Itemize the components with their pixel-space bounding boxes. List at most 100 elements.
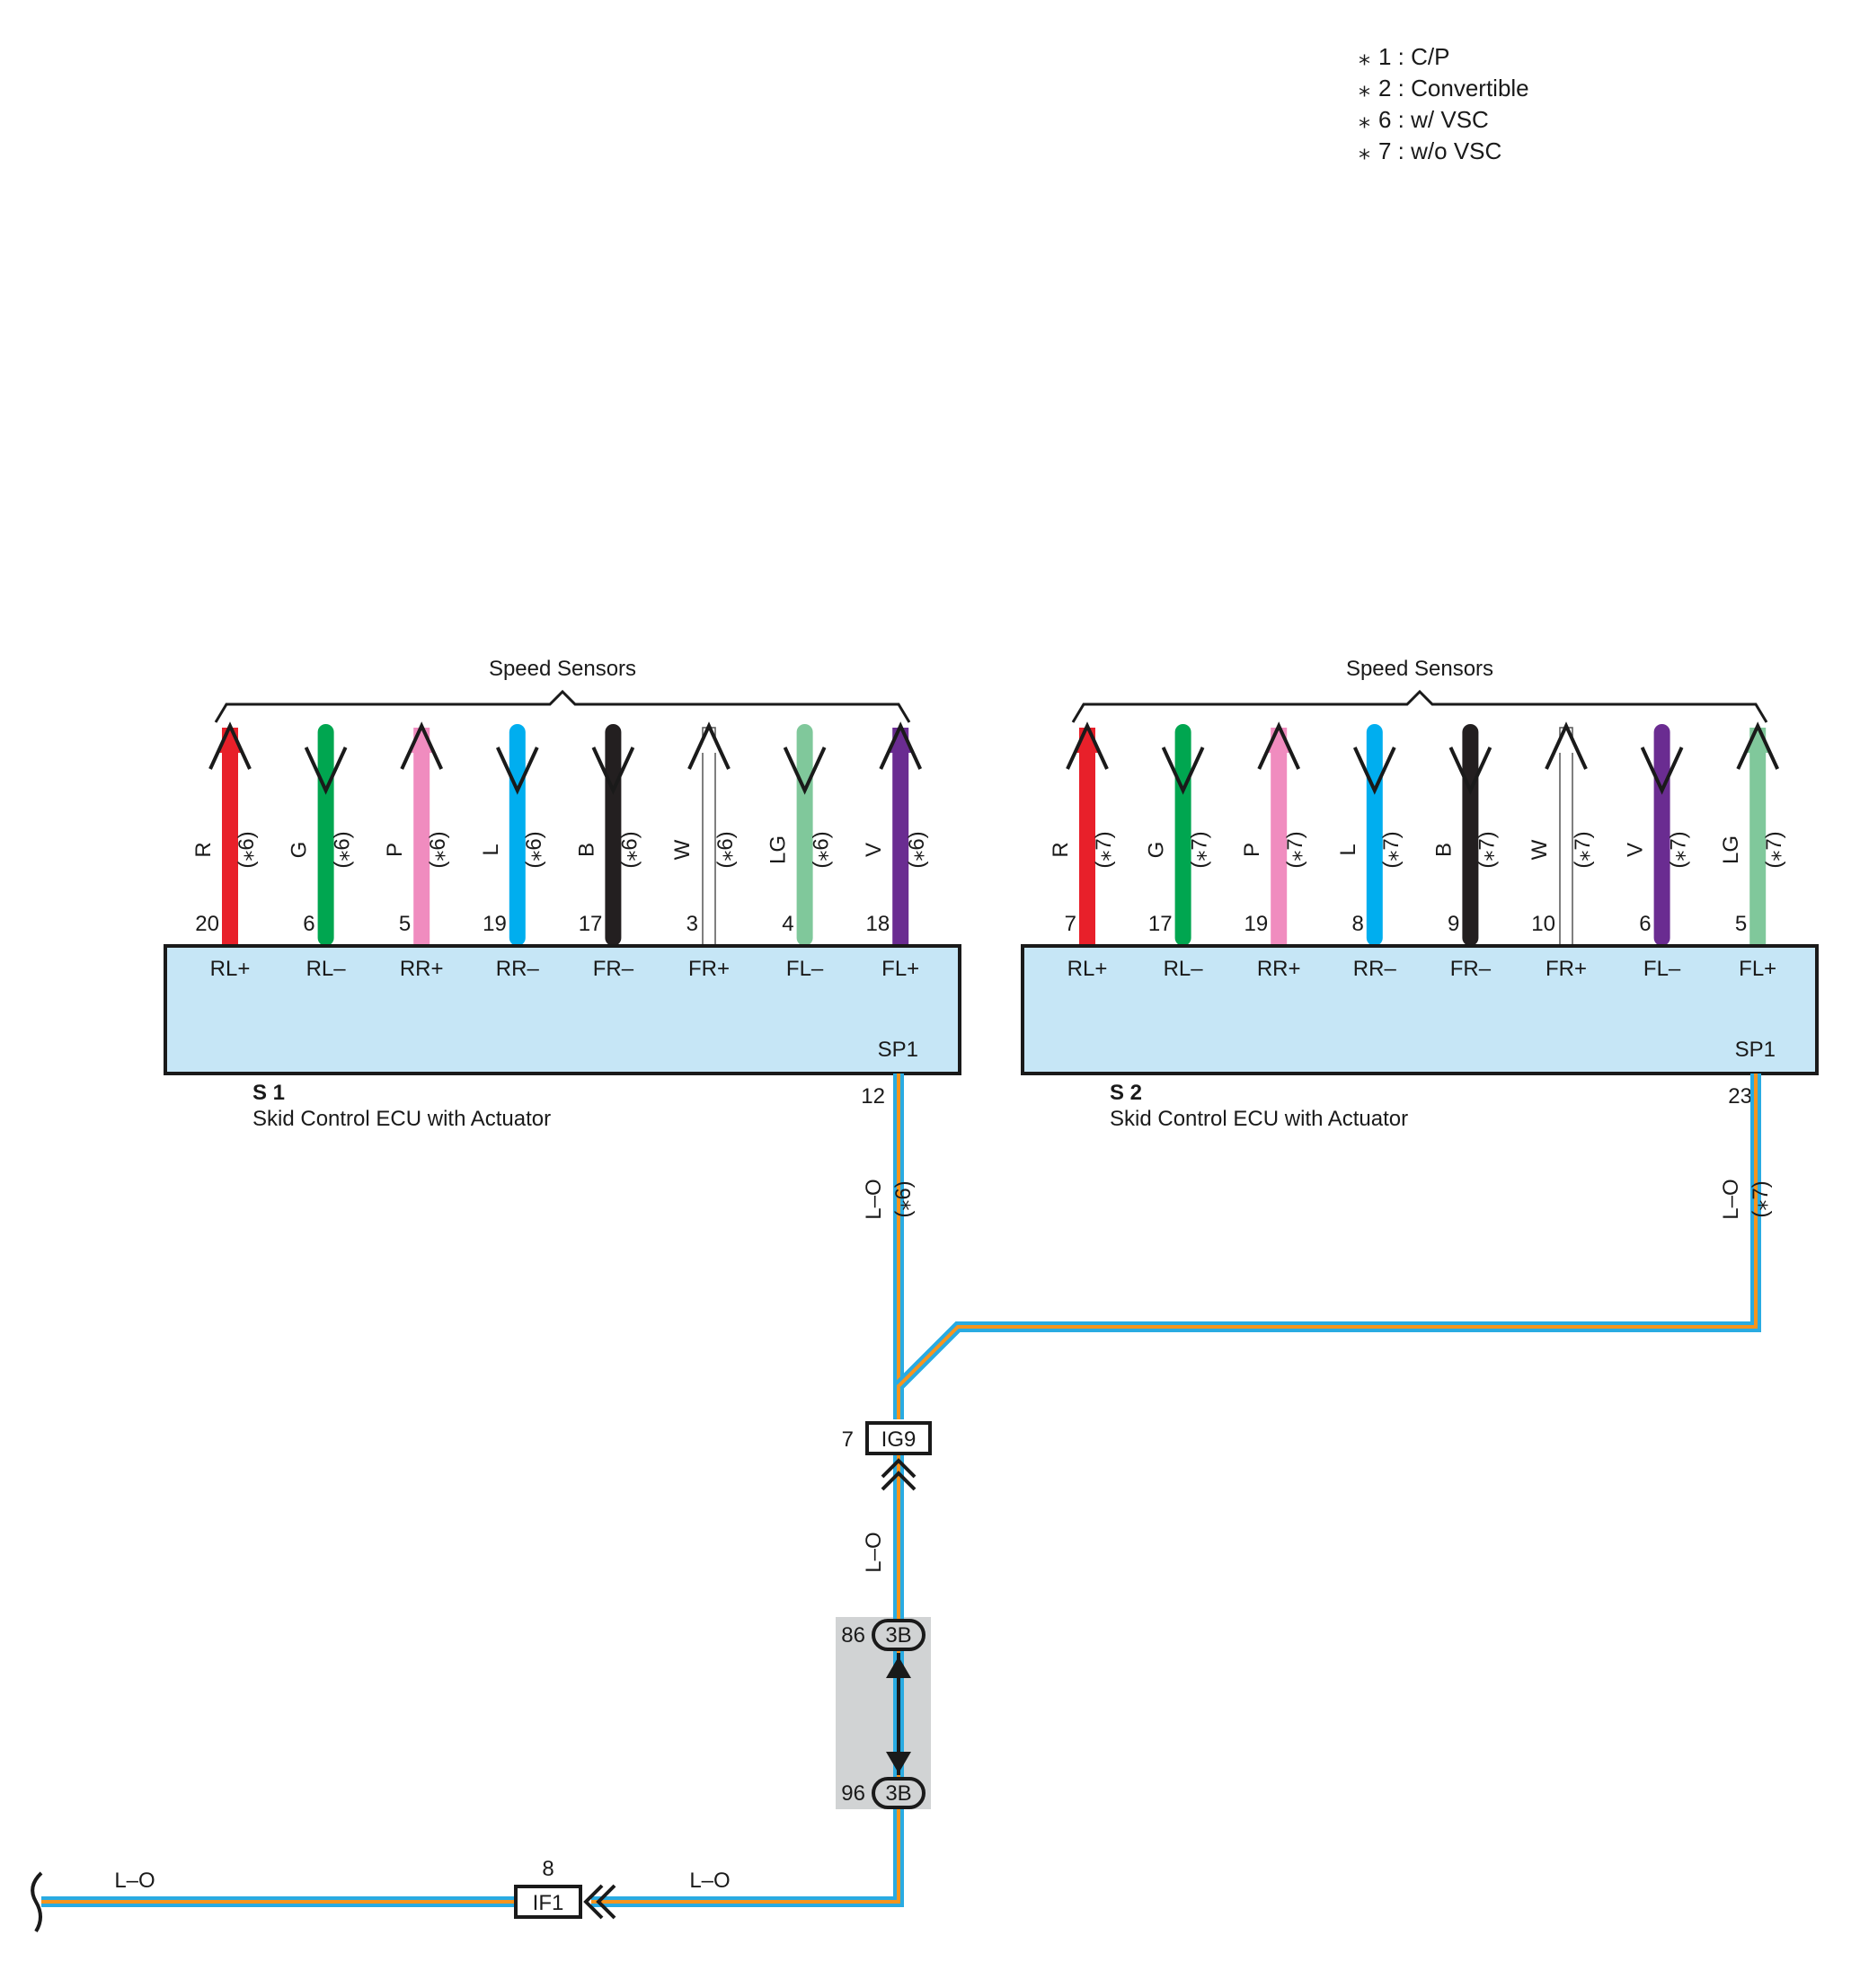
splice-arrow-up-icon <box>886 1657 911 1678</box>
ecu1-terminal-1: RL– <box>306 957 347 981</box>
ecu2-pin-number-7: 5 <box>1735 912 1747 936</box>
ecu1-output-note: (⁎6) <box>891 1180 916 1217</box>
ecu1-wire-note-2: (⁎6) <box>426 831 450 868</box>
ecu2-pin-number-3: 8 <box>1351 912 1363 936</box>
ecu1-pin-number-1: 6 <box>303 912 314 936</box>
splice-3b: 3B 86 3B 96 <box>836 1617 931 1809</box>
if1-box <box>514 1885 582 1919</box>
ecu1-speed-sensors-label: Speed Sensors <box>489 657 636 681</box>
ig9-box <box>865 1421 932 1455</box>
ecu1-wire-note-0: (⁎6) <box>235 831 259 868</box>
ecu1-wire-1: G(⁎6)6 <box>288 724 355 946</box>
ecu2-arrow-up-icon-2 <box>1257 721 1301 770</box>
ecu1-name: Skid Control ECU with Actuator <box>252 1107 551 1131</box>
ecu1-pin-number-0: 20 <box>195 912 219 936</box>
ecu1-output-pin: 12 <box>861 1084 885 1109</box>
ecu1-pin-number-7: 18 <box>865 912 890 936</box>
ecu2-wire-color-2: P <box>1240 843 1264 857</box>
splice-top-pin: 86 <box>841 1623 865 1648</box>
wire-ig9-to-if1 <box>591 1437 904 1907</box>
if1-connector: IF1 8 L–O L–O <box>114 1857 731 1920</box>
ecu2-box <box>1021 944 1819 1075</box>
splice-top-oval <box>872 1619 926 1651</box>
ecu1-wire-7: V(⁎6)18 <box>862 721 929 946</box>
ecu1-arrow-down-icon-3 <box>495 747 539 795</box>
ecu1-wire-note-3: (⁎6) <box>522 831 546 868</box>
ig9-connector: IG9 7 L–O <box>842 1421 932 1573</box>
ecu2-wire-note-3: (⁎7) <box>1379 831 1404 868</box>
ecu2-arrow-up-icon-5 <box>1545 721 1588 770</box>
ecu1-pin-number-6: 4 <box>782 912 793 936</box>
legend-mark-2: ⁎ <box>1359 75 1370 102</box>
ecu1-arrow-up-icon-5 <box>687 721 731 770</box>
splice-top-label: 3B <box>885 1623 911 1648</box>
ecu2-arrow-down-icon-3 <box>1352 747 1396 795</box>
ecu1-terminal-2: RR+ <box>400 957 444 981</box>
ecu1-group: Speed Sensors R(⁎6)20G(⁎6)6P(⁎6)5L(⁎6)19… <box>164 657 961 1131</box>
ecu2-sensors-brace <box>1071 689 1768 723</box>
legend-mark-4: ⁎ <box>1359 137 1370 164</box>
ecu1-sensors-brace <box>214 689 911 723</box>
ecu2-wire-line-7 <box>1749 728 1767 946</box>
ecu1-connector-id: SP1 <box>878 1038 918 1062</box>
ecu1-wire-3: L(⁎6)19 <box>479 724 546 946</box>
ecu2-wire-color-1: G <box>1145 842 1169 859</box>
lo-harness: L–O (⁎6) L–O (⁎7) <box>31 1074 1773 1933</box>
ecu1-wire-5: W(⁎6)3 <box>670 721 738 947</box>
if1-wire-right-label: L–O <box>689 1869 730 1893</box>
legend-item-2: 2 : Convertible <box>1378 75 1529 102</box>
splice-arrow-down-icon <box>886 1752 911 1773</box>
ecu2-arrow-head-fill-7 <box>1747 724 1769 753</box>
if1-label: IF1 <box>533 1891 564 1915</box>
ecu1-wire-color-1: G <box>288 842 312 859</box>
ecu1-arrow-up-icon-7 <box>879 721 923 770</box>
ecu2-arrow-down-icon-4 <box>1448 747 1492 795</box>
ecu1-terminal-0: RL+ <box>210 957 251 981</box>
if1-chevron-icon <box>583 1884 616 1920</box>
ecu1-wire-2: P(⁎6)5 <box>383 721 450 946</box>
ecu2-wire-note-0: (⁎7) <box>1092 831 1116 868</box>
ecu2-arrow-head-fill-0 <box>1076 724 1098 753</box>
ecu2-wire-note-4: (⁎7) <box>1475 831 1499 868</box>
ecu2-arrow-head-fill-5 <box>1555 724 1577 753</box>
ecu2-wire-note-6: (⁎7) <box>1667 831 1691 868</box>
ecu2-wire-color-5: W <box>1528 839 1552 860</box>
ecu1-wire-0: R (⁎6) 20 <box>191 721 259 946</box>
ecu2-wire-line-0 <box>1079 728 1095 946</box>
ecu1-arrow-down-icon-1 <box>304 747 348 795</box>
ecu2-output-pin: 23 <box>1728 1084 1752 1109</box>
ecu2-wire-color-7: LG <box>1719 835 1743 864</box>
ecu2-pin-number-5: 10 <box>1531 912 1555 936</box>
ecu2-terminal-0: RL+ <box>1067 957 1108 981</box>
ecu2-wire-note-2: (⁎7) <box>1283 831 1307 868</box>
ecu2-wire-2: P (⁎7) 19 <box>1240 721 1307 946</box>
ecu1-wire-color-5: W <box>670 839 695 860</box>
ecu1-wire-6: LG(⁎6)4 <box>766 724 834 946</box>
ecu2-wire-7: LG(⁎7)5 <box>1719 721 1786 946</box>
ecu1-wire-line-7 <box>892 728 909 946</box>
ecu1-wire-line-0 <box>222 728 238 946</box>
ecu1-terminal-5: FR+ <box>688 957 730 981</box>
wire-ecu2-to-junction <box>894 1074 1761 1391</box>
ecu2-arrow-down-icon-6 <box>1640 747 1684 795</box>
ecu1-wire-note-7: (⁎6) <box>905 831 929 868</box>
legend-mark-1: ⁎ <box>1359 43 1370 70</box>
ecu2-wire-line-2 <box>1271 728 1288 946</box>
ecu1-wire-line-2 <box>413 728 430 946</box>
ecu1-wire-note-6: (⁎6) <box>810 831 834 868</box>
ecu1-wire-color-0: R <box>191 842 216 857</box>
ecu2-terminal-5: FR+ <box>1546 957 1587 981</box>
ecu2-pin-number-4: 9 <box>1448 912 1459 936</box>
ecu1-terminal-3: RR– <box>496 957 540 981</box>
ecu2-wires: R(⁎7)7G(⁎7)17P(⁎7)19L(⁎7)8B(⁎7)9W(⁎7)10V… <box>1049 721 1786 947</box>
ecu1-arrow-head-fill-0 <box>219 724 241 753</box>
ecu1-pin-number-5: 3 <box>686 912 698 936</box>
ecu1-wire-color-4: B <box>574 843 598 857</box>
ecu1-connector-code: S 1 <box>252 1081 285 1105</box>
ecu1-pin-number-2: 5 <box>399 912 411 936</box>
splice-bottom-pin: 96 <box>841 1781 865 1806</box>
ecu2-terminal-4: FR– <box>1450 957 1492 981</box>
ecu2-name: Skid Control ECU with Actuator <box>1110 1107 1408 1131</box>
ecu2-pin-number-2: 19 <box>1244 912 1268 936</box>
legend-item-3: 6 : w/ VSC <box>1378 106 1489 133</box>
